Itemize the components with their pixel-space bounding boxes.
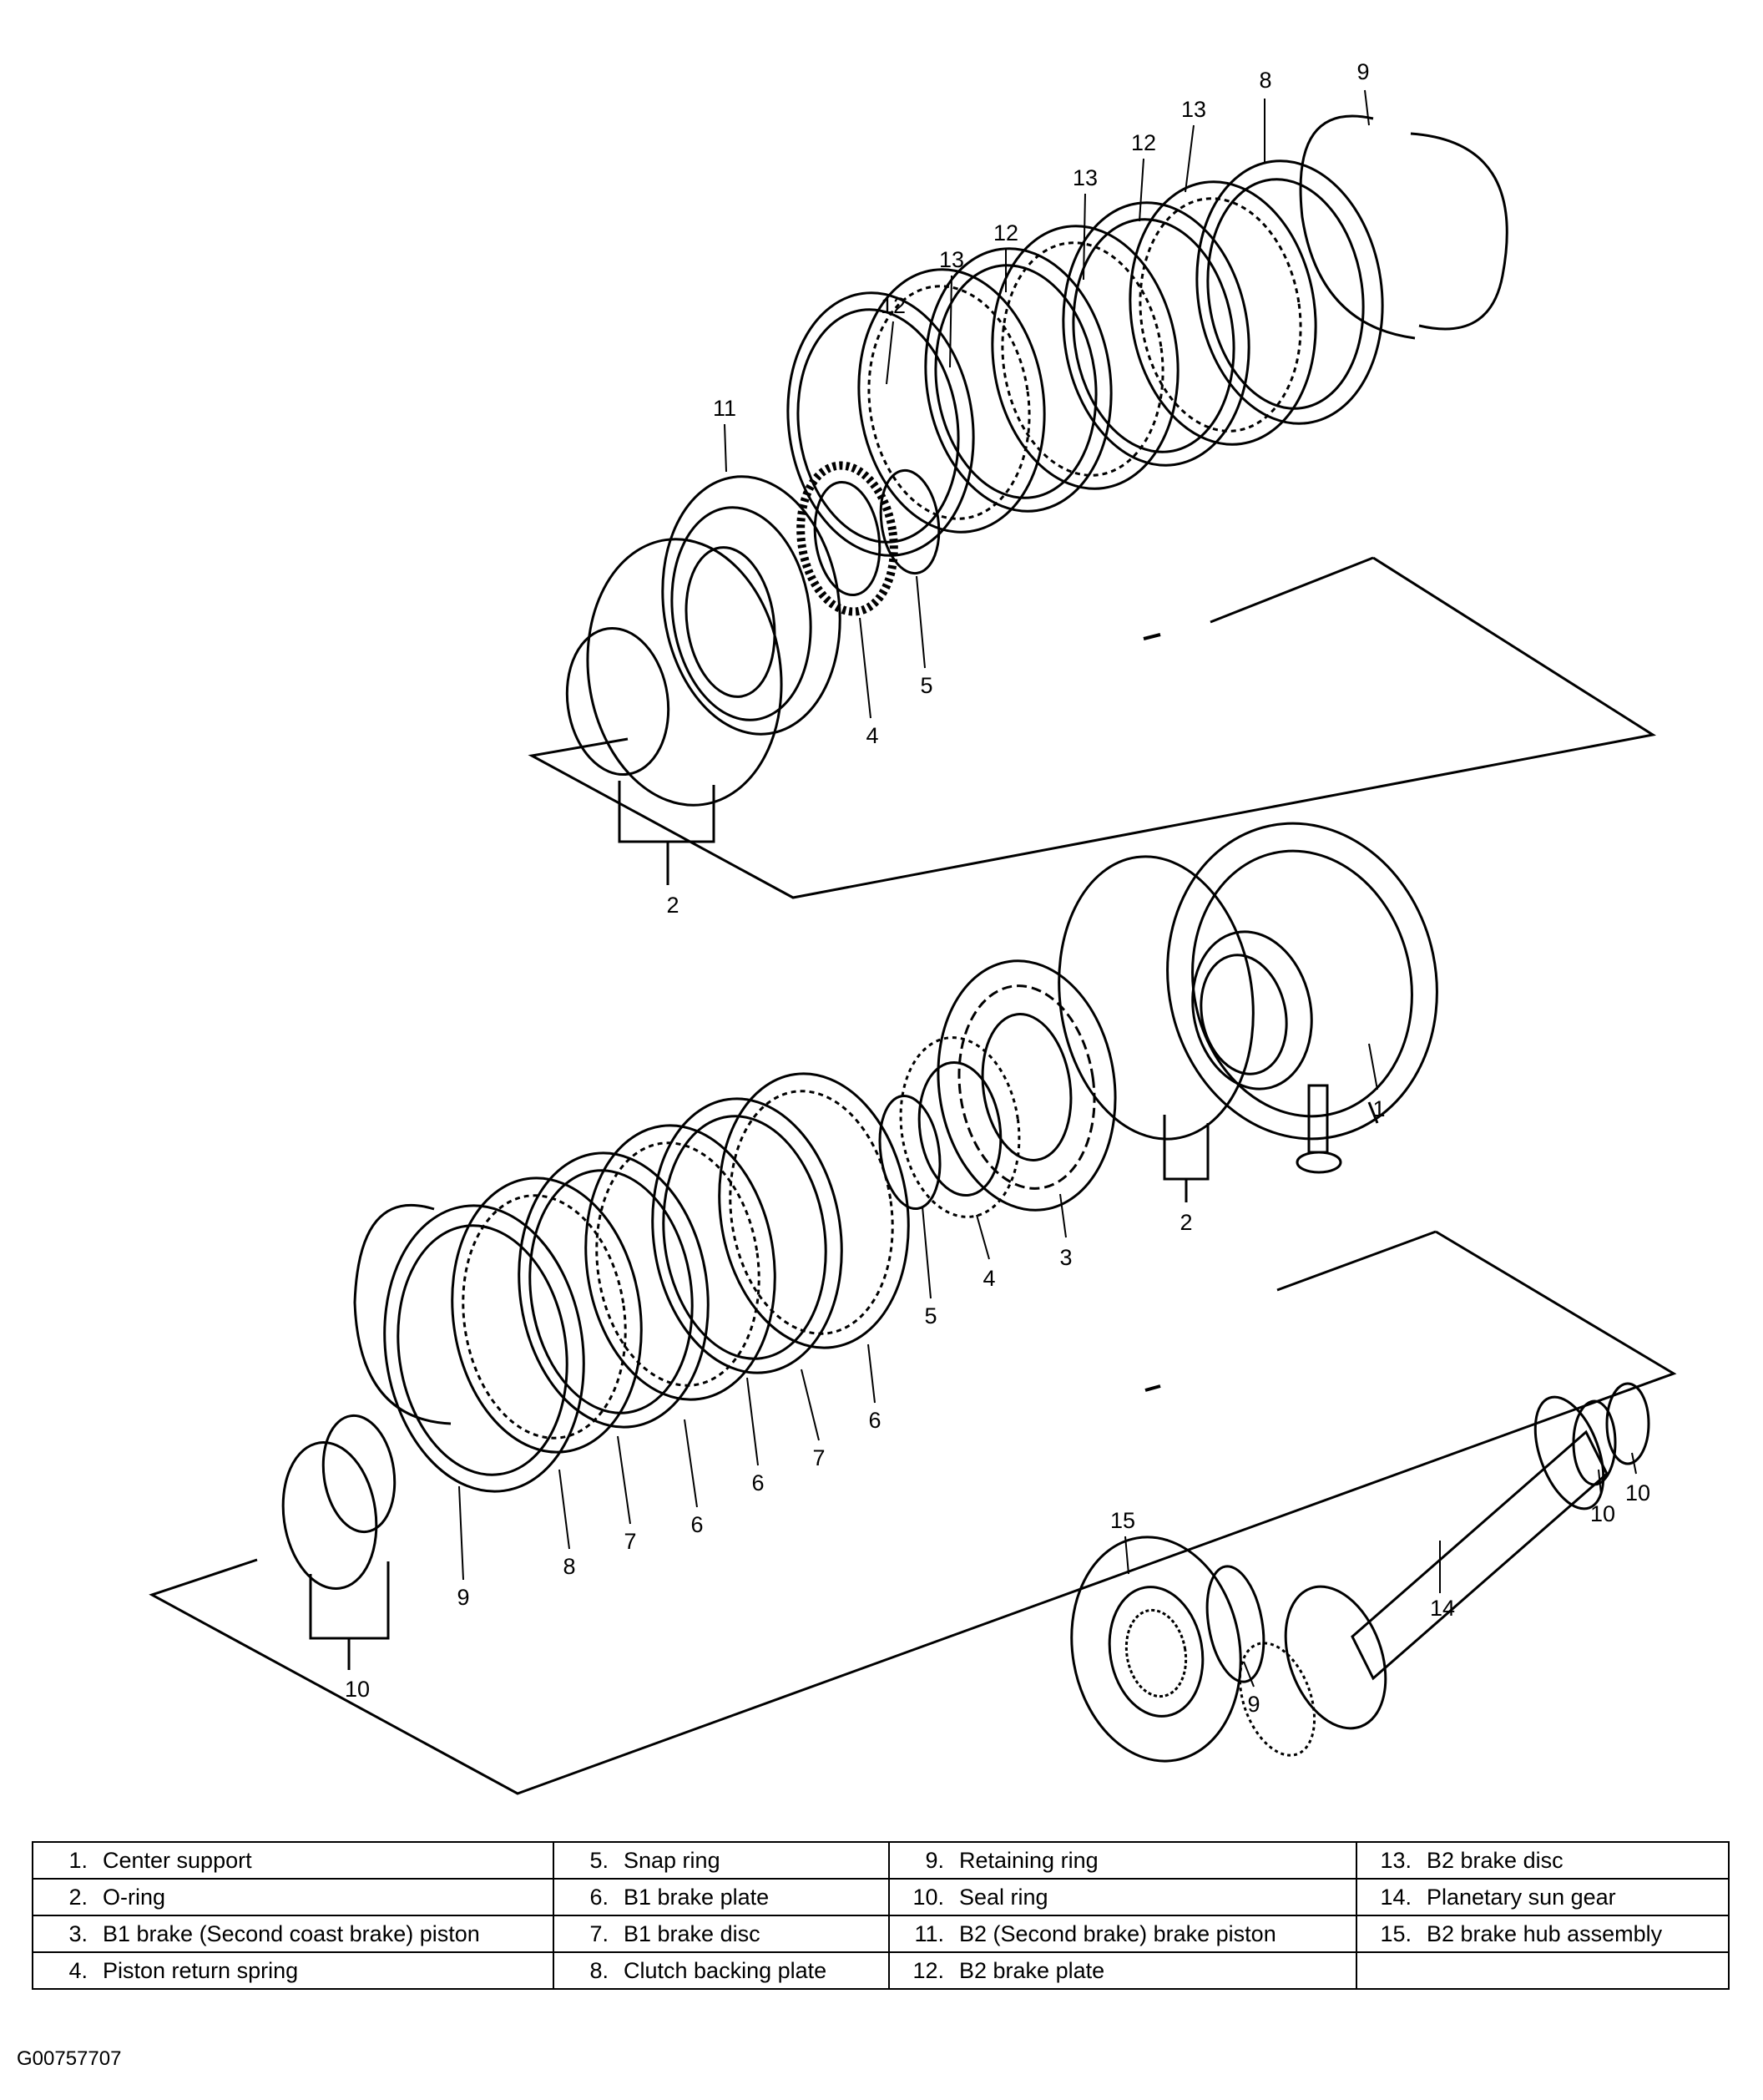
legend-row: 1.Center support 5.Snap ring 9.Retaining…: [32, 1841, 1730, 1880]
callout-mid-9: 9: [457, 1585, 469, 1610]
callout-shaft-15: 15: [1110, 1508, 1135, 1533]
shaft-retaining-ring: [1205, 1565, 1265, 1683]
figure-id: G00757707: [17, 2047, 122, 2070]
legend-cell: 14.Planetary sun gear: [1356, 1878, 1730, 1916]
legend-cell: 3.B1 brake (Second coast brake) piston: [32, 1915, 554, 1953]
upper-disc-plate-stack: [786, 180, 1317, 557]
legend-cell: 4.Piston return spring: [32, 1951, 554, 1990]
legend-cell: 10.Seal ring: [888, 1878, 1357, 1916]
shaft-assembly: [1070, 1382, 1650, 1763]
callout-mid-7a: 7: [812, 1445, 825, 1470]
middle-retaining-ring: [353, 1204, 452, 1425]
callout-upper-13b: 13: [1073, 165, 1098, 190]
callout-mid-6c: 6: [690, 1512, 703, 1537]
legend-cell: 12.B2 brake plate: [888, 1951, 1357, 1990]
callout-upper-11: 11: [713, 396, 736, 421]
parts-legend: 1.Center support 5.Snap ring 9.Retaining…: [32, 1841, 1730, 1990]
callout-mid-8: 8: [563, 1554, 575, 1579]
callout-upper-8: 8: [1259, 68, 1271, 93]
legend-cell: 7.B1 brake disc: [553, 1915, 890, 1953]
legend-cell: 15.B2 brake hub assembly: [1356, 1915, 1730, 1953]
legend-cell: 1.Center support: [32, 1841, 554, 1880]
callout-upper-2: 2: [666, 893, 679, 918]
legend-row: 4.Piston return spring 8.Clutch backing …: [32, 1951, 1730, 1990]
upper-reference-plane: [528, 556, 1657, 899]
b2-brake-hub: [1070, 1536, 1242, 1763]
middle-seal-rings: [281, 1414, 397, 1590]
upper-o-rings: [565, 538, 783, 807]
shaft-seal-ring-a: [1572, 1399, 1617, 1486]
callout-shaft-10a: 10: [1590, 1501, 1615, 1526]
legend-row: 3.B1 brake (Second coast brake) piston 7…: [32, 1915, 1730, 1953]
middle-backing-plate: [383, 1204, 585, 1493]
leader-lines: [458, 89, 1637, 1688]
callout-mid-3: 3: [1059, 1245, 1072, 1270]
callout-upper-13a: 13: [1181, 97, 1206, 122]
planetary-sun-gear: [1238, 1395, 1609, 1757]
legend-cell: 6.B1 brake plate: [553, 1878, 890, 1916]
upper-assembly: [528, 114, 1657, 899]
legend-cell: 9.Retaining ring: [888, 1841, 1357, 1880]
middle-disc-plate-stack: [451, 1072, 910, 1454]
callout-mid-6b: 6: [751, 1470, 764, 1495]
middle-o-ring: [1058, 855, 1255, 1141]
bolt: [1296, 1084, 1342, 1174]
callout-mid-5: 5: [924, 1303, 937, 1328]
callout-shaft-10b: 10: [1625, 1480, 1650, 1505]
callout-upper-13c: 13: [939, 247, 964, 272]
middle-assembly: [149, 822, 1677, 1795]
legend-cell: 2.O-ring: [32, 1878, 554, 1916]
upper-backing-plate: [1195, 159, 1384, 425]
upper-return-spring: [796, 461, 898, 616]
callout-mid-6a: 6: [868, 1408, 881, 1433]
callout-upper-12a: 12: [1131, 130, 1156, 155]
legend-cell: [1356, 1951, 1730, 1990]
callout-upper-4: 4: [866, 723, 878, 748]
upper-brake-piston: [661, 475, 841, 736]
callout-mid-2: 2: [1180, 1210, 1192, 1235]
callout-shaft-9: 9: [1247, 1692, 1260, 1717]
callout-shaft-14: 14: [1430, 1596, 1455, 1621]
legend-row: 2.O-ring 6.B1 brake plate 10.Seal ring 1…: [32, 1878, 1730, 1916]
middle-snap-ring: [878, 1094, 942, 1211]
legend-cell: 13.B2 brake disc: [1356, 1841, 1730, 1880]
callout-mid-1: 1: [1372, 1096, 1385, 1121]
callout-upper-9: 9: [1356, 59, 1369, 84]
upper-snap-ring: [879, 468, 941, 575]
center-support: [1166, 822, 1438, 1141]
callout-upper-12b: 12: [993, 220, 1018, 245]
middle-reference-plane: [149, 1230, 1677, 1795]
callout-upper-12c: 12: [881, 293, 906, 318]
legend-cell: 8.Clutch backing plate: [553, 1951, 890, 1990]
middle-brake-piston: [937, 959, 1117, 1212]
callout-mid-7b: 7: [624, 1529, 636, 1554]
callout-mid-10: 10: [345, 1677, 370, 1702]
shaft-seal-ring-b: [1605, 1382, 1650, 1465]
upper-retaining-ring: [1299, 114, 1508, 340]
exploded-view-diagram: 9 8 13 12 13 12 13 12 11 5 4 2 1 2 3 4 5…: [149, 59, 1677, 1795]
middle-return-spring: [899, 1036, 1021, 1218]
legend-cell: 5.Snap ring: [553, 1841, 890, 1880]
callout-upper-5: 5: [920, 673, 932, 698]
callout-mid-4: 4: [983, 1266, 995, 1291]
legend-cell: 11.B2 (Second brake) brake piston: [888, 1915, 1357, 1953]
